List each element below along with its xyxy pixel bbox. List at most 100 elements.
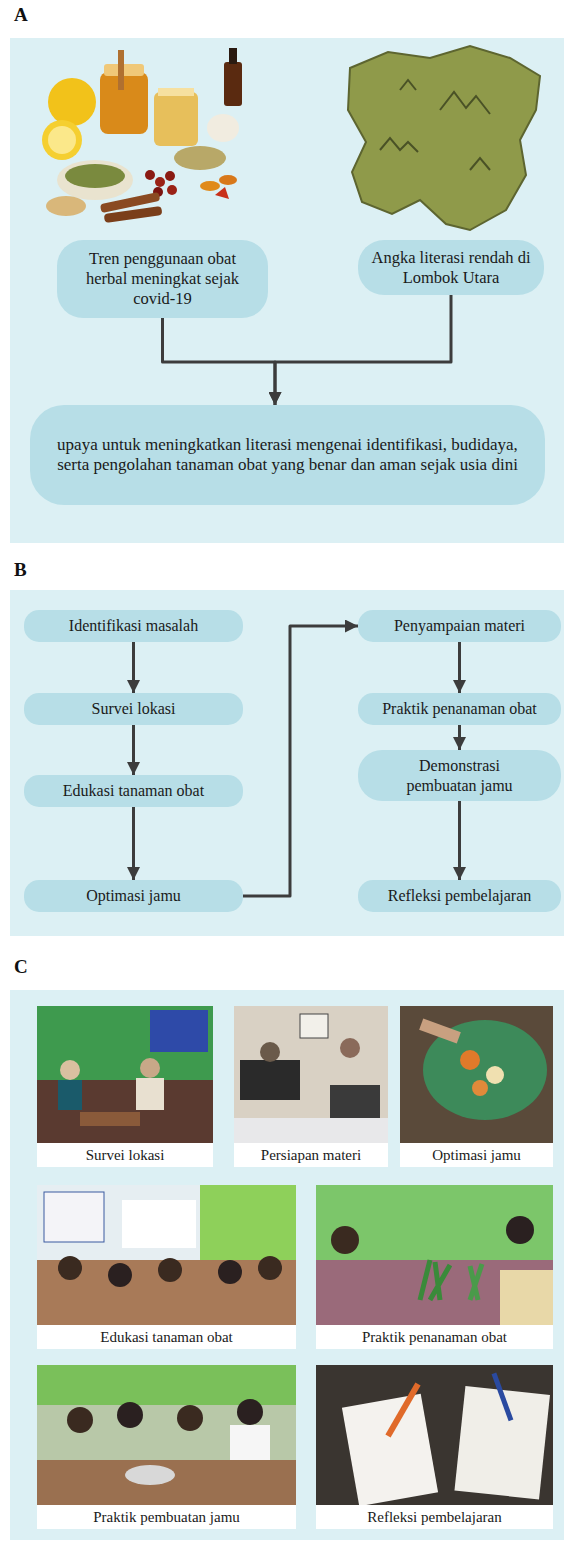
photo: [125, 1465, 175, 1485]
caption-text: Survei lokasi: [41, 1146, 209, 1164]
photo: [117, 1402, 143, 1428]
box-text: Optimasi jamu: [34, 886, 233, 905]
photo: [316, 1185, 553, 1325]
photo: [258, 1256, 282, 1280]
photo-caption: Persiapan materi: [234, 1143, 388, 1167]
photo: [136, 1078, 164, 1110]
photo: [240, 1060, 300, 1100]
connector-arrow: [458, 642, 461, 693]
photo: [122, 1200, 196, 1248]
photo: [37, 1080, 213, 1143]
box-text: Penyampaian materi: [366, 616, 553, 635]
herbs-illustration: [167, 185, 177, 195]
photo: [37, 1460, 296, 1505]
herbs-illustration: [48, 78, 96, 126]
photo: [44, 1192, 104, 1242]
caption-text: Refleksi pembelajaran: [320, 1508, 549, 1526]
herbs-illustration: [229, 48, 237, 64]
herbs-illustration: [174, 146, 226, 170]
photo: [470, 1264, 482, 1300]
island-map: [400, 80, 416, 90]
caption-text: Edukasi tanaman obat: [41, 1328, 292, 1346]
figure-panel: CSurvei lokasiPersiapan materiOptimasi j…: [0, 948, 574, 1548]
herbs-illustration: [145, 170, 155, 180]
panel-ground: [10, 38, 564, 543]
connector-arrow: [458, 801, 461, 880]
herbs-illustration: [155, 177, 165, 187]
photo: [316, 1260, 553, 1325]
photo: [234, 1006, 388, 1143]
photo: [37, 1185, 296, 1325]
photo: [420, 1260, 450, 1300]
photo: [340, 1038, 360, 1058]
photo: [419, 1019, 461, 1044]
herbs-illustration: [154, 92, 198, 146]
box-text: Demonstrasi pembuatan jamu: [384, 756, 535, 794]
photo: [234, 1006, 388, 1143]
connector-arrow: [275, 295, 451, 405]
connector-arrow: [163, 318, 276, 405]
photo: [316, 1185, 553, 1325]
photo-caption: Praktik pembuatan jamu: [37, 1505, 296, 1529]
photo-caption: Optimasi jamu: [400, 1143, 553, 1167]
photo: [400, 1006, 553, 1143]
box-text: Tren penggunaan obat herbal meningkat se…: [69, 249, 256, 308]
photo: [37, 1365, 296, 1505]
connector-arrow: [132, 807, 135, 880]
photo: [37, 1185, 296, 1325]
caption-text: Praktik pembuatan jamu: [41, 1508, 292, 1526]
herbs-illustration: [48, 126, 76, 154]
figure-panel: A Tren penggunaan obat herbal meningkat s…: [0, 0, 574, 548]
panel-ground: [10, 590, 564, 936]
panel-ground: [10, 990, 564, 1540]
herbs-illustration: [158, 88, 194, 96]
photo: [506, 1216, 534, 1244]
island-map: [470, 158, 490, 170]
herbs-illustration: [42, 48, 242, 223]
caption-text: Persiapan materi: [238, 1146, 384, 1164]
box-text: Identifikasi masalah: [34, 616, 233, 635]
process-box: upaya untuk meningkatkan literasi mengen…: [30, 405, 545, 505]
process-box: Refleksi pembelajaran: [358, 880, 561, 912]
photo: [37, 1006, 213, 1143]
photo: [150, 1010, 208, 1052]
photo: [300, 1014, 328, 1038]
process-box: Praktik penanaman obat: [358, 693, 561, 725]
herbs-illustration: [65, 164, 125, 188]
herbs-illustration: [200, 181, 220, 191]
photo-caption: Praktik penanaman obat: [316, 1325, 553, 1349]
panel-heading: B: [14, 559, 27, 581]
photo: [385, 1383, 420, 1438]
connector-arrow: [243, 626, 358, 896]
photo: [177, 1405, 203, 1431]
island-map: [440, 92, 490, 114]
herbs-illustration: [57, 160, 133, 200]
process-box: Identifikasi masalah: [24, 610, 243, 642]
box-text: Edukasi tanaman obat: [34, 781, 233, 800]
photo: [331, 1226, 359, 1254]
photo: [260, 1042, 280, 1062]
photo: [400, 1006, 553, 1143]
photo: [37, 1006, 213, 1143]
process-box: Angka literasi rendah di Lombok Utara: [358, 240, 544, 295]
photo-caption: Survei lokasi: [37, 1143, 213, 1167]
figure-panel: B Identifikasi masalahSurvei lokasiEdukas…: [0, 553, 574, 943]
box-text: Survei lokasi: [34, 699, 233, 718]
photo-caption: Refleksi pembelajaran: [316, 1505, 553, 1529]
photo: [60, 1060, 80, 1080]
photo: [234, 1118, 388, 1143]
process-box: Penyampaian materi: [358, 610, 561, 642]
box-text: Angka literasi rendah di Lombok Utara: [370, 248, 532, 288]
photo: [58, 1256, 82, 1280]
photo: [472, 1080, 488, 1096]
process-box: Demonstrasi pembuatan jamu: [358, 750, 561, 801]
island-map: [348, 46, 540, 230]
island-map: [348, 46, 540, 230]
photo: [140, 1058, 160, 1078]
connector-arrow: [132, 642, 135, 693]
photo: [158, 1258, 182, 1282]
panel-heading: A: [14, 4, 28, 26]
herbs-illustration: [104, 206, 163, 223]
caption-text: Praktik penanaman obat: [320, 1328, 549, 1346]
